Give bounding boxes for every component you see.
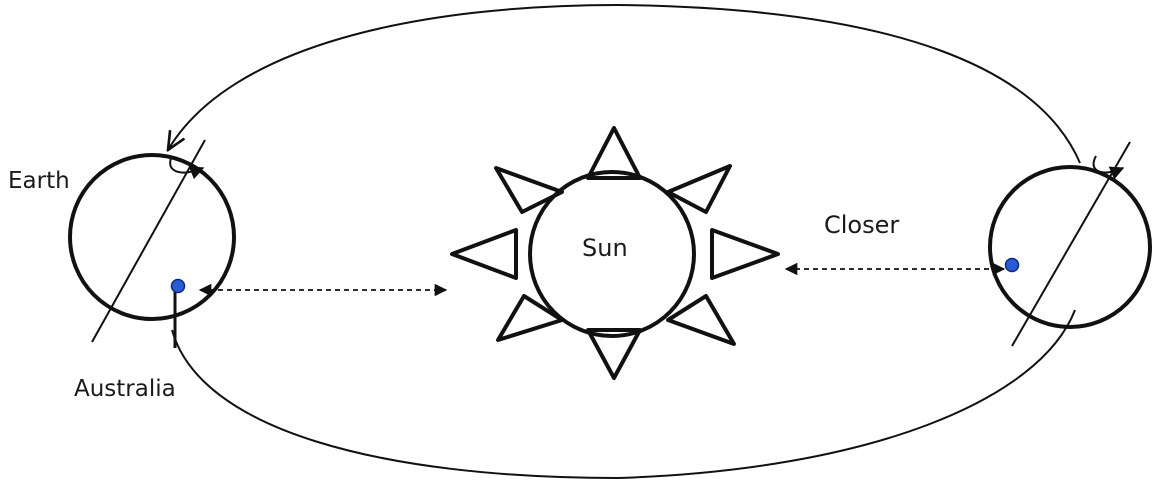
- earth-left-globe: [70, 155, 234, 319]
- earth-label: Earth: [8, 168, 70, 194]
- sun-ray-top-left: [496, 168, 562, 212]
- sun-ray-left: [452, 230, 516, 278]
- australia-marker-right: [1006, 259, 1019, 272]
- australia-marker: [172, 280, 185, 293]
- sun-label: Sun: [582, 234, 628, 262]
- earth-left: [70, 140, 234, 348]
- closer-label: Closer: [824, 211, 899, 239]
- sun-ray-bottom-left: [498, 296, 562, 340]
- earth-right: [990, 142, 1150, 346]
- sun-ray-right: [712, 230, 778, 278]
- earth-right-rotation-arrow: [1094, 156, 1123, 172]
- australia-label: Australia: [74, 376, 176, 402]
- orbit-path-top: [168, 5, 1080, 163]
